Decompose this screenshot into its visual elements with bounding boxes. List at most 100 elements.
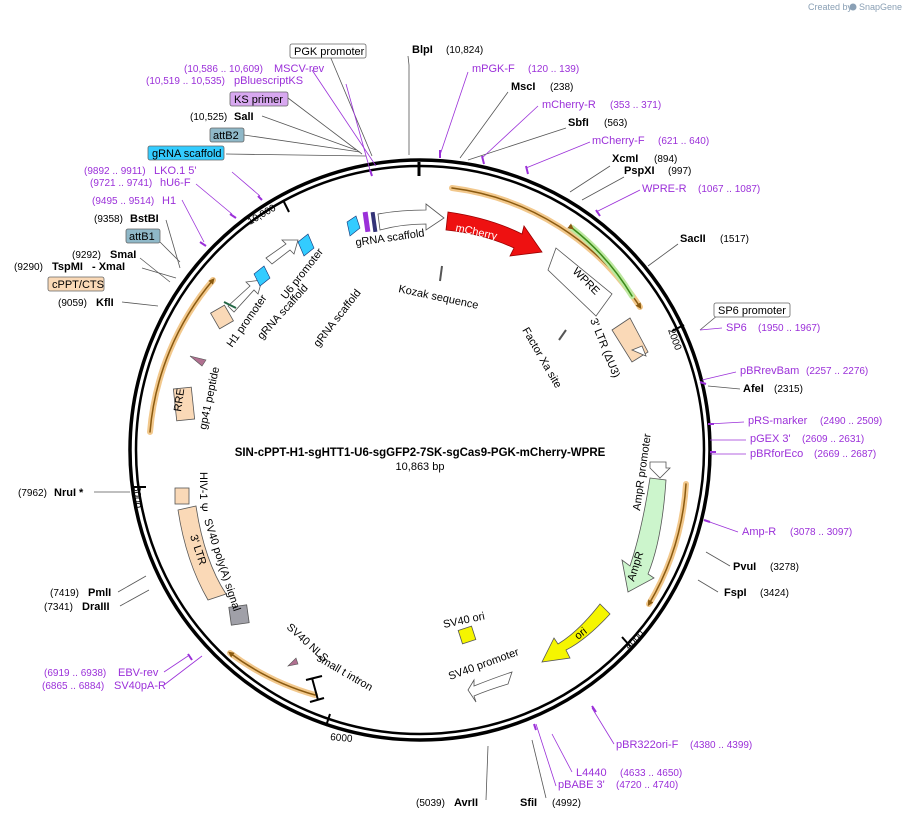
h1-promoter-arrow[interactable] [227, 279, 263, 313]
enzyme-name[interactable]: NruI * [54, 487, 84, 499]
primer-name[interactable]: hU6-F [160, 177, 191, 189]
sp6-promoter-label: SP6 promoter [718, 305, 786, 317]
grna-scaffold-small-1[interactable] [346, 215, 361, 237]
cppt-label: cPPT/CTS [52, 279, 104, 291]
enzyme-name[interactable]: AfeI [743, 383, 764, 395]
primer-name[interactable]: Amp-R [742, 526, 776, 538]
enzyme-name[interactable]: PmlI [88, 587, 111, 599]
ori-feature[interactable] [541, 603, 611, 663]
enzyme-pos: (5039) [416, 798, 445, 809]
primer-name[interactable]: EBV-rev [118, 667, 159, 679]
sv40-ori-feature[interactable] [457, 625, 477, 645]
primer-name[interactable]: mCherry-R [542, 99, 596, 111]
primer-name[interactable]: pGEX 3' [750, 433, 791, 445]
sv40-nls-label: SV40 NLS [284, 621, 330, 664]
boxed-labels: PGK promoter KS primer attB2 gRNA scaffo… [47, 43, 791, 318]
rre-feature[interactable] [172, 386, 196, 422]
enzyme-pos: (4992) [552, 798, 581, 809]
cppt-box[interactable] [47, 276, 105, 292]
enzyme-name[interactable]: FspI [724, 587, 747, 599]
enzyme-pos: (3278) [770, 562, 799, 573]
attb1-mark [223, 301, 237, 309]
grna-scaffold-2-label: gRNA scaffold [311, 287, 363, 349]
primer-name[interactable]: SV40pA-R [114, 680, 166, 692]
enzyme-name[interactable]: MscI [511, 81, 535, 93]
enzyme-name[interactable]: XcmI [612, 153, 638, 165]
ks-primer-label: KS primer [234, 94, 283, 106]
primer-name[interactable]: L4440 [576, 767, 607, 779]
primer-leaders [163, 69, 746, 787]
enzyme-pos: (3424) [760, 588, 789, 599]
sv40-polya-feature[interactable] [228, 604, 250, 626]
snapgene-logo-icon [849, 3, 857, 11]
tick-mark-10000 [282, 199, 290, 213]
primer-name[interactable]: pBABE 3' [558, 779, 605, 791]
primer-ticks [187, 150, 716, 731]
ltr-du3-feature[interactable] [611, 317, 649, 363]
primer-name[interactable]: pBR322ori-F [616, 739, 679, 751]
sv40-promoter-arrow[interactable] [467, 671, 513, 703]
primer-pos: (10,586 .. 10,609) [184, 64, 263, 75]
enzyme-name[interactable]: PspXI [624, 165, 655, 177]
enzyme-name[interactable]: SfiI [520, 797, 537, 809]
enzyme-name[interactable]: SacII [680, 233, 706, 245]
sv40-ori-label: SV40 ori [442, 610, 486, 631]
kozak-label: Kozak sequence [397, 283, 479, 312]
primer-pos: (4633 .. 4650) [620, 768, 682, 779]
primer-name[interactable]: pRS-marker [748, 415, 808, 427]
enzyme-name[interactable]: SmaI [110, 249, 136, 261]
plasmid-title: SIN-cPPT-H1-sgHTT1-U6-sgGFP2-7SK-sgCas9-… [235, 447, 606, 459]
attb1-box[interactable] [125, 228, 161, 244]
enzyme-pos: (997) [668, 166, 691, 177]
pgk-promoter-box[interactable] [289, 43, 367, 59]
primer-name[interactable]: MSCV-rev [274, 63, 325, 75]
enzyme-name[interactable]: SbfI [568, 117, 589, 129]
grna-scaffold-small-3[interactable] [253, 265, 271, 287]
primer-name[interactable]: mPGK-F [472, 63, 515, 75]
primer-pos: (9721 .. 9741) [90, 178, 152, 189]
enzyme-name[interactable]: DraIII [82, 601, 110, 613]
attb2-box[interactable] [209, 127, 245, 143]
primer-name[interactable]: mCherry-F [592, 135, 645, 147]
enzyme-name[interactable]: PvuI [733, 561, 756, 573]
primer-name[interactable]: WPRE-R [642, 183, 687, 195]
enzyme-name[interactable]: KflI [96, 297, 114, 309]
enzyme-name[interactable]: AvrII [454, 797, 478, 809]
enzyme-name[interactable]: - XmaI [92, 261, 125, 273]
enzyme-name[interactable]: BlpI [412, 44, 433, 56]
hiv-psi-feature[interactable] [174, 487, 190, 505]
enzyme-name[interactable]: TspMI [52, 261, 83, 273]
ks-primer-box[interactable] [229, 91, 289, 107]
enzyme-name[interactable]: SalI [234, 111, 254, 123]
grna-scaffold-small-2[interactable] [297, 233, 315, 257]
grna-scaffold-box[interactable] [147, 145, 225, 161]
tick-mark-6000 [325, 713, 331, 727]
ampr-promoter-arrow[interactable] [649, 461, 671, 479]
wpre-feature[interactable] [547, 247, 613, 317]
hiv-psi-label: HIV-1 Ψ [197, 472, 209, 512]
ltr-feature[interactable] [177, 505, 227, 601]
enzyme-pos: (7419) [50, 588, 79, 599]
primer-pos: (6865 .. 6884) [42, 681, 104, 692]
primer-pos: (120 .. 139) [528, 64, 579, 75]
primer-pos: (4380 .. 4399) [690, 740, 752, 751]
primer-name[interactable]: pBRforEco [750, 448, 803, 460]
ampr-feature[interactable] [621, 477, 667, 593]
primer-name[interactable]: pBRrevBam [740, 365, 799, 377]
mcherry-feature[interactable] [445, 211, 543, 257]
cppt-feature[interactable] [210, 304, 234, 330]
enzyme-pos: (10,525) [190, 112, 227, 123]
grna-scaffold-inner-arrow[interactable] [377, 203, 445, 231]
primer-pos: (1067 .. 1087) [698, 184, 760, 195]
primer-name[interactable]: LKO.1 5' [154, 165, 196, 177]
enzyme-name[interactable]: BstBI [130, 213, 159, 225]
credit-brand[interactable]: SnapGene [859, 2, 902, 12]
primer-pos: (4720 .. 4740) [616, 780, 678, 791]
primer-name[interactable]: pBluescriptKS [234, 75, 303, 87]
primer-name[interactable]: H1 [162, 195, 176, 207]
u6-promoter-arrow[interactable] [265, 239, 299, 265]
sp6-promoter-box[interactable] [713, 302, 791, 318]
sp6-promoter-arrow [630, 345, 647, 357]
primer-name[interactable]: SP6 [726, 322, 747, 334]
